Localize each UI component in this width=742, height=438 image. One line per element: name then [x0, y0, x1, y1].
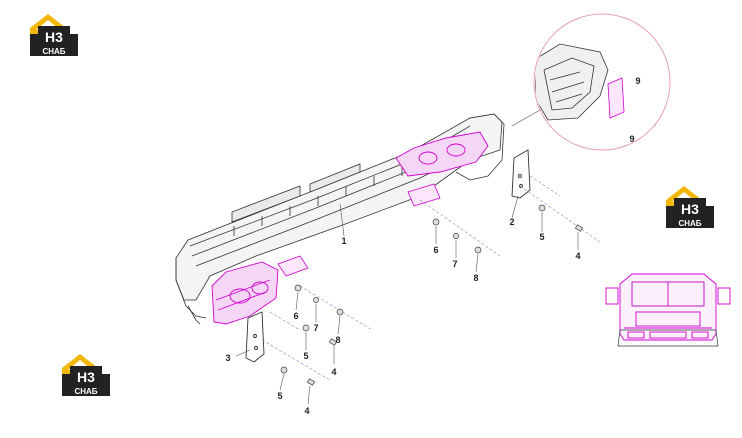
truck-bumper-outline: [617, 329, 719, 347]
logo-main-text: H3: [77, 369, 95, 385]
callout-4: 4: [304, 406, 310, 416]
brand-logo-top-left: H3 CHAБ: [26, 12, 82, 58]
house-logo-icon: H3 CHAБ: [30, 14, 78, 56]
headlamp-left: [211, 261, 279, 325]
callout-4: 4: [331, 367, 337, 377]
truck-front-view: [605, 273, 731, 341]
brand-logo-bottom-left: H3 CHAБ: [58, 352, 114, 398]
callout-3: 3: [225, 353, 231, 363]
logo-sub-text: CHAБ: [74, 387, 97, 396]
brand-logo-right: H3 CHAБ: [662, 184, 718, 230]
detail-zoom-circle: [533, 13, 671, 151]
leader-lines: [235, 88, 633, 405]
bracket-left: [245, 311, 265, 363]
house-logo-icon: H3 CHAБ: [62, 354, 110, 396]
callout-8: 8: [335, 335, 341, 345]
callout-1: 1: [341, 236, 347, 246]
callout-4: 4: [575, 251, 581, 261]
callout-8: 8: [473, 273, 479, 283]
callout-9: 9: [635, 76, 641, 86]
mounting-plates: [277, 183, 441, 277]
callout-5: 5: [303, 351, 309, 361]
callout-5: 5: [277, 391, 283, 401]
callout-5: 5: [539, 232, 545, 242]
logo-sub-text: CHAБ: [678, 219, 701, 228]
callout-2: 2: [509, 217, 515, 227]
logo-main-text: H3: [45, 29, 63, 45]
bracket-right: [511, 149, 531, 199]
callout-9: 9: [629, 134, 635, 144]
logo-main-text: H3: [681, 201, 699, 217]
headlamp-right: [395, 131, 489, 177]
callout-6: 6: [293, 311, 299, 321]
house-logo-icon: H3 CHAБ: [666, 186, 714, 228]
callout-7: 7: [452, 259, 458, 269]
logo-sub-text: CHAБ: [42, 47, 65, 56]
callout-6: 6: [433, 245, 439, 255]
callout-7: 7: [313, 323, 319, 333]
